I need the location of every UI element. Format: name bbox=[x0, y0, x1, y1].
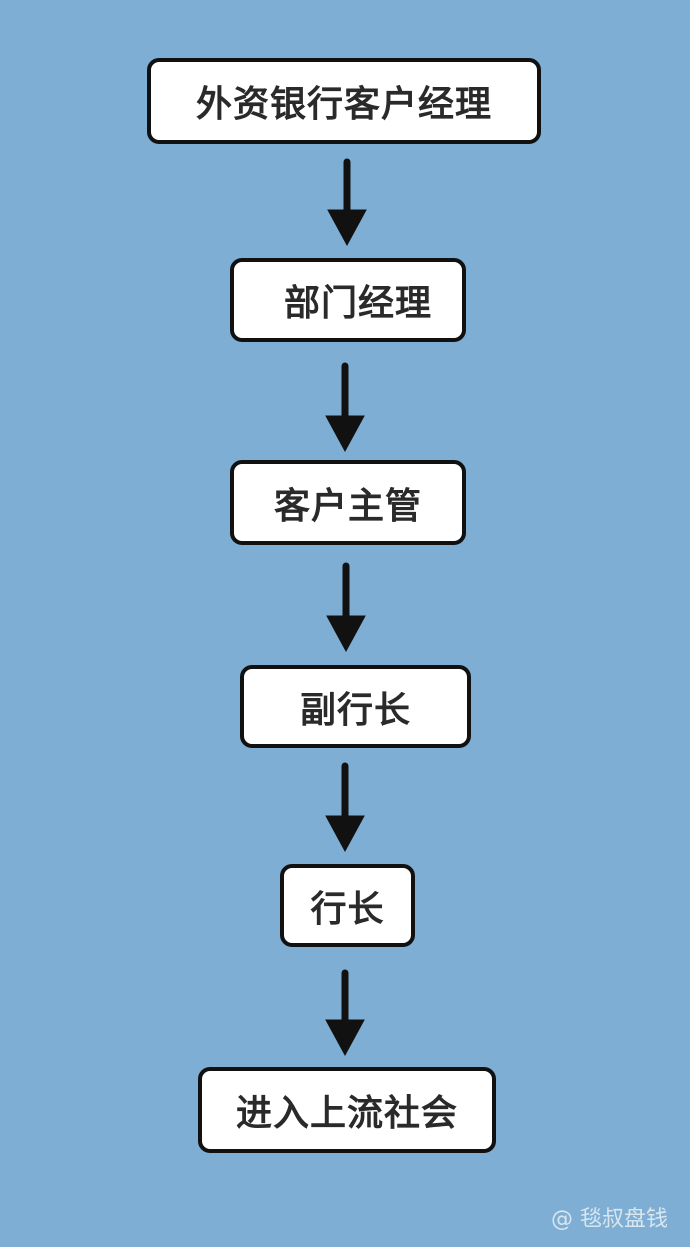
step-box-department-manager: 部门经理 bbox=[230, 258, 466, 342]
step-label: 部门经理 bbox=[283, 283, 432, 324]
step-label: 客户主管 bbox=[273, 485, 422, 527]
step-label: 进入上流社会 bbox=[235, 1093, 458, 1134]
step-box-vice-president: 副行长 bbox=[240, 665, 471, 748]
step-box-client-supervisor: 客户主管 bbox=[230, 460, 466, 545]
step-box-account-manager: 外资银行客户经理 bbox=[147, 58, 541, 144]
step-label: 副行长 bbox=[299, 689, 411, 731]
step-label: 行长 bbox=[310, 888, 385, 930]
step-box-upper-class: 进入上流社会 bbox=[198, 1067, 496, 1153]
arrow-down-icon bbox=[327, 158, 367, 247]
arrow-down-icon bbox=[325, 969, 365, 1057]
arrow-down-icon bbox=[326, 562, 366, 653]
watermark: @ 毯叔盘钱 bbox=[551, 1207, 668, 1232]
step-box-president: 行长 bbox=[280, 864, 415, 947]
arrow-down-icon bbox=[325, 362, 365, 453]
arrow-down-icon bbox=[325, 762, 365, 853]
step-label: 外资银行客户经理 bbox=[195, 84, 492, 125]
